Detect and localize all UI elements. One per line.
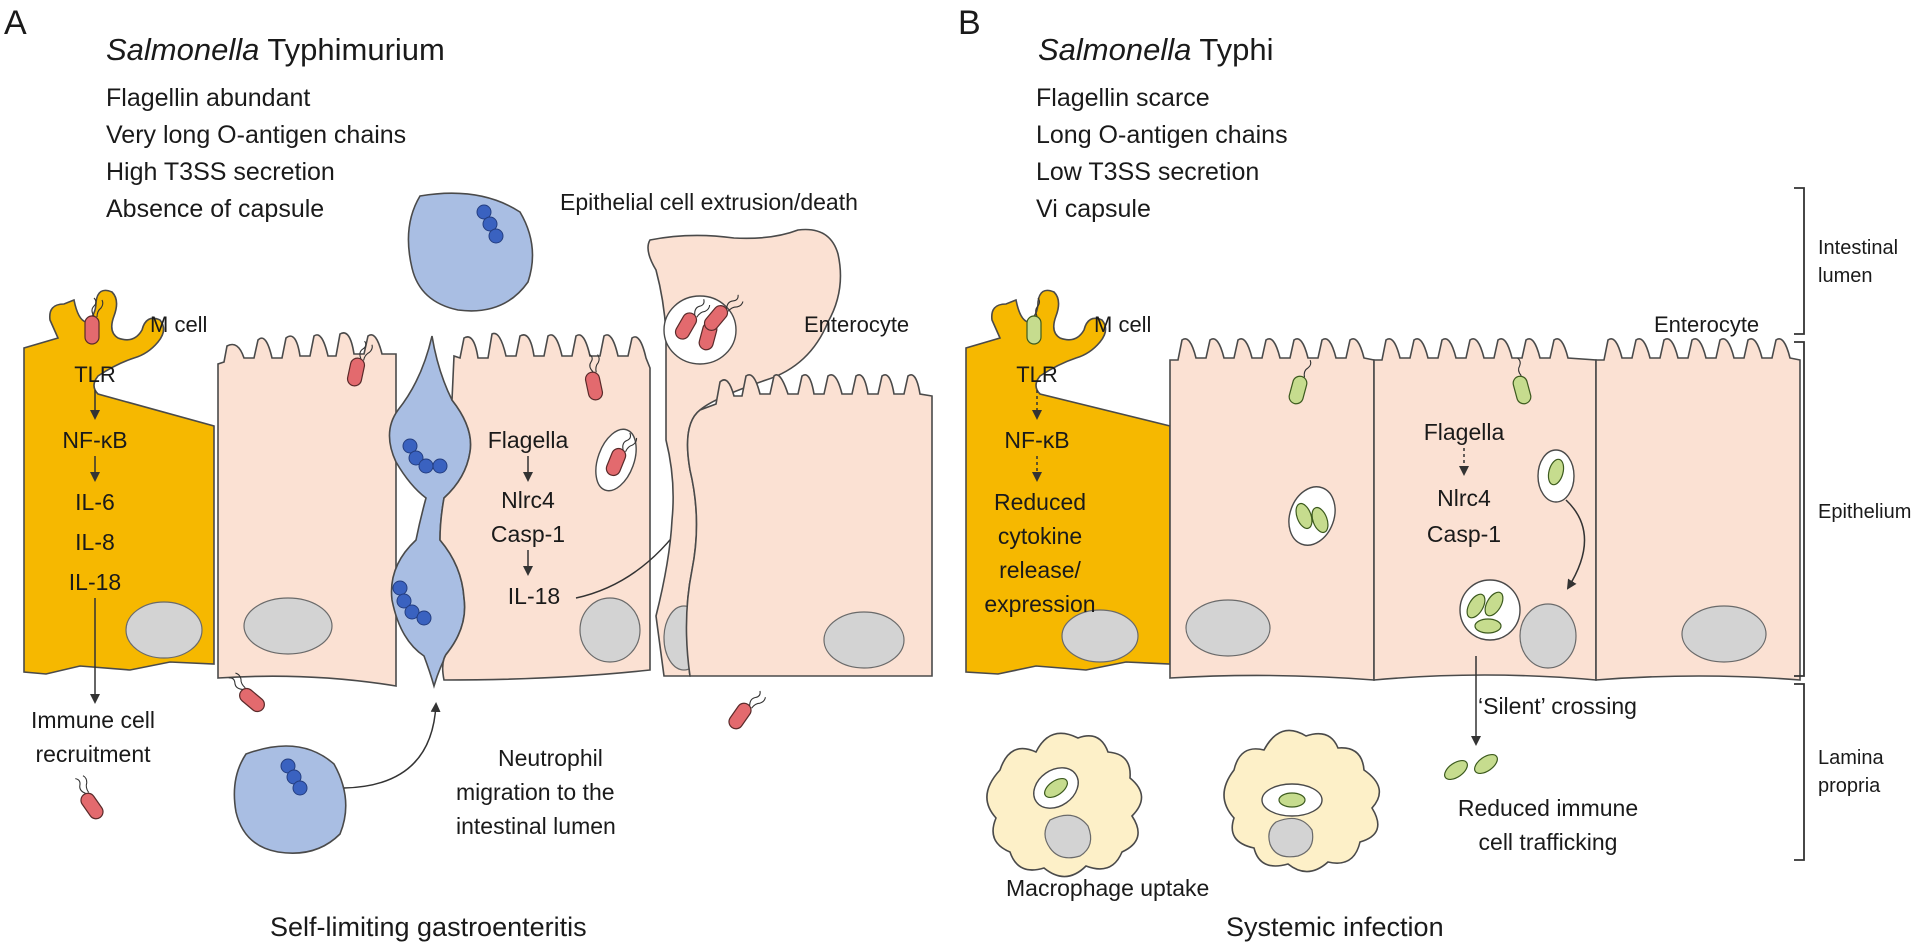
reduced-cytokine-line1: Reduced [994,489,1086,515]
reduced-trafficking-line1: Reduced immune [1458,795,1638,821]
enterocyte-a2 [439,332,651,681]
flagella-a: Flagella [488,427,569,453]
bacterium-b-mcell [1026,297,1042,345]
panel-b: B Salmonella Typhi Flagellin scarce Long… [958,4,1801,942]
panel-a-feature-3: High T3SS secretion [106,158,335,186]
panel-a-feature-4: Absence of capsule [106,195,324,223]
panel-a-title-rest: Typhimurium [259,32,445,67]
nucleus-a-e2 [579,597,641,663]
reduced-cytokine-line4: expression [984,591,1095,617]
panel-a-caption: Self-limiting gastroenteritis [270,912,587,942]
nlrc4-a: Nlrc4 [501,487,555,513]
panel-a-feature-2: Very long O-antigen chains [106,121,406,149]
panel-a-feature-1: Flagellin abundant [106,84,310,112]
neutrophil-label-line3: intestinal lumen [456,813,616,839]
casp1-b: Casp-1 [1427,521,1501,547]
label-lumen-line1: Intestinal [1818,237,1898,259]
bacterium-b-lamina-2 [1470,750,1502,778]
enterocyte-a-label: Enterocyte [804,312,909,337]
bracket-lamina [1794,683,1805,861]
tlr-b: TLR [1016,362,1058,387]
nucleus-b-e1 [1185,599,1271,657]
panel-b-feature-4: Vi capsule [1036,195,1151,223]
neutrophil-label-line2: migration to the [456,779,615,805]
panel-b-title: Salmonella Typhi [1038,32,1274,67]
label-lamina-line2: propria [1818,775,1881,797]
extrusion-label: Epithelial cell extrusion/death [560,189,858,215]
m-cell-b [965,289,1171,675]
bacterium-macrophage-2 [1278,792,1306,808]
enterocyte-b3 [1595,338,1801,681]
arrow-neutrophil-migration [343,702,441,789]
nucleus-b-e3 [1681,605,1767,663]
m-cell-a [23,289,215,675]
bacterium-b-lamina-1 [1440,756,1472,784]
reduced-cytokine-line3: release/ [999,557,1081,583]
immune-recruit-line1: Immune cell [31,707,155,733]
enterocyte-b-label: Enterocyte [1654,312,1759,337]
panel-a-letter: A [4,4,27,42]
enterocyte-a3 [685,374,933,677]
tlr-a: TLR [74,362,116,387]
label-lumen-line2: lumen [1818,265,1872,287]
label-lamina-line1: Lamina [1818,747,1884,769]
panel-a: A Salmonella Typhimurium Flagellin abund… [4,4,933,942]
il6-a: IL-6 [75,489,115,515]
reduced-trafficking-line2: cell trafficking [1479,829,1618,855]
immune-recruit-line2: recruitment [35,741,151,767]
nucleus-mcell-b [1061,609,1139,663]
neutrophil-lamina [233,745,347,854]
flagella-b: Flagella [1424,419,1505,445]
nfkb-a: NF-κB [62,427,127,453]
bacterium-a-free-1 [67,772,110,823]
silent-crossing-label: ‘Silent’ crossing [1478,693,1637,719]
panel-a-title-italic: Salmonella [106,32,259,67]
panel-b-feature-1: Flagellin scarce [1036,84,1210,112]
il8-a: IL-8 [75,529,115,555]
reduced-cytokine-line2: cytokine [998,523,1082,549]
layer-brackets: Intestinal lumen Epithelium Lamina propr… [1794,187,1911,861]
nfkb-b: NF-κB [1004,427,1069,453]
panel-b-letter: B [958,4,981,42]
panel-b-feature-3: Low T3SS secretion [1036,158,1259,186]
macrophage-1 [986,732,1143,878]
panel-a-title: Salmonella Typhimurium [106,32,445,67]
nlrc4-b: Nlrc4 [1437,485,1491,511]
macrophage-label: Macrophage uptake [1006,875,1209,901]
nucleus-macrophage-1 [1044,814,1092,859]
bacterium-b-e2-lower-3 [1474,618,1502,634]
bracket-epithelium [1794,341,1805,677]
nucleus-a-e3 [823,611,905,669]
neutrophil-lumen [407,192,534,312]
bracket-lumen [1794,187,1805,335]
nucleus-macrophage-2 [1268,817,1314,858]
label-epithelium: Epithelium [1818,501,1911,523]
il18-a: IL-18 [69,569,121,595]
panel-b-title-rest: Typhi [1191,32,1273,67]
nucleus-mcell-a [125,601,203,659]
panel-b-feature-2: Long O-antigen chains [1036,121,1288,149]
bacterium-a-free-3 [725,685,768,735]
m-cell-a-label: M cell [150,312,207,337]
neutrophil-label-line1: Neutrophil [498,745,603,771]
bacterium-a-free-2 [222,670,271,715]
m-cell-b-label: M cell [1094,312,1151,337]
enterocyte-a1 [217,332,397,687]
panel-b-caption: Systemic infection [1226,912,1444,942]
panel-b-title-italic: Salmonella [1038,32,1191,67]
nucleus-b-e2 [1519,603,1577,669]
casp1-a: Casp-1 [491,521,565,547]
arrow-vacuole-descend [1565,499,1586,590]
nucleus-a-e1 [243,597,333,655]
il18-inflammasome-a: IL-18 [508,583,560,609]
